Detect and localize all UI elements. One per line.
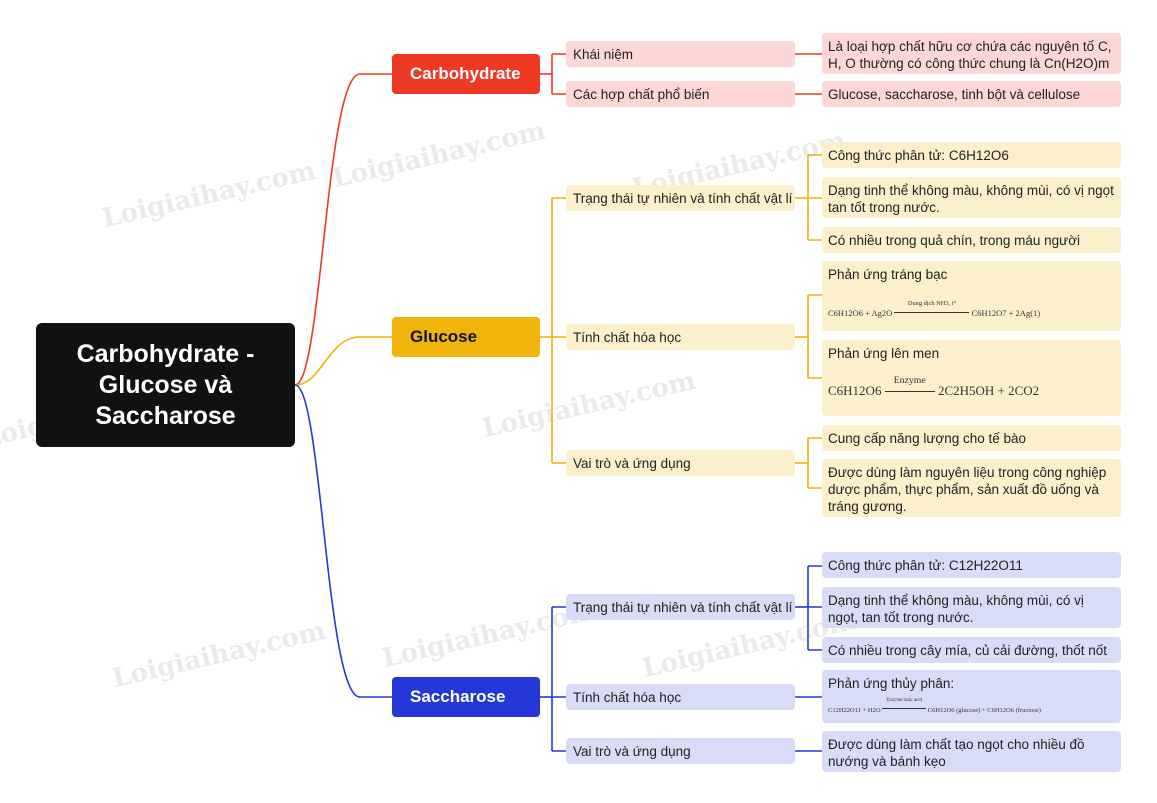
reaction-formula: C6H12O6 Enzyme 2C2H5OH + 2CO2 [828,375,1115,399]
sub-label: Vai trò và ứng dụng [573,743,691,759]
sub-glucose-hoa-hoc[interactable]: Tính chất hóa học [566,324,795,350]
leaf-glucose-co-nhieu[interactable]: Có nhiều trong quả chín, trong máu người [822,227,1121,253]
sub-label: Trạng thái tự nhiên và tính chất vật lí [573,599,793,615]
reaction-title: Phản ứng lên men [828,346,940,361]
sub-saccharose-trang-thai[interactable]: Trạng thái tự nhiên và tính chất vật lí [566,594,795,620]
products: 2C2H5OH + 2CO2 [937,383,1040,398]
branch-saccharose[interactable]: Saccharose [392,677,540,717]
sub-glucose-trang-thai[interactable]: Trạng thái tự nhiên và tính chất vật lí [566,185,795,211]
branch-glucose[interactable]: Glucose [392,317,540,357]
root-node[interactable]: Carbohydrate - Glucose và Saccharose [36,323,295,447]
products: C6H12O7 + 2Ag(1) [971,308,1041,318]
sub-label: Vai trò và ứng dụng [573,455,691,471]
leaf-phan-ung-len-men[interactable]: Phản ứng lên men C6H12O6 Enzyme 2C2H5OH … [822,340,1121,416]
reaction-formula: C12H22O11 + H2O Enzyme hoặc acid C6H12O6… [828,698,1115,719]
leaf-saccharose-dang-tinh-the[interactable]: Dạng tinh thể không màu, không mùi, có v… [822,587,1121,628]
leaf-glucose-cong-thuc[interactable]: Công thức phân tử: C6H12O6 [822,142,1121,168]
reaction-title: Phản ứng thủy phân: [828,676,955,691]
wire-root-carbohydrate [294,73,392,386]
leaf-saccharose-cong-thuc[interactable]: Công thức phân tử: C12H22O11 [822,552,1121,578]
reaction-formula: C6H12O6 + Ag2O Dung dịch NH3, t° C6H12O7… [828,300,1115,322]
leaf-glucose-dang-tinh-the[interactable]: Dạng tinh thể không màu, không mùi, có v… [822,177,1121,218]
leaf-saccharose-co-nhieu[interactable]: Có nhiều trong cây mía, củ cải đường, th… [822,637,1121,663]
branch-glucose-label: Glucose [410,327,478,346]
leaf-khai-niem[interactable]: Là loại hợp chất hữu cơ chứa các nguyên … [822,33,1121,74]
reaction-title: Phản ứng tráng bạc [828,267,948,282]
sub-label: Trạng thái tự nhiên và tính chất vật lí [573,190,793,206]
reaction-condition: Dung dịch NH3, t° [907,299,956,307]
leaf-hop-chat-pho-bien[interactable]: Glucose, saccharose, tinh bột và cellulo… [822,81,1121,107]
sub-hop-chat-label: Các hợp chất phổ biến [573,86,710,102]
reaction-arrow: Dung dịch NH3, t° [894,300,970,322]
leaf-phan-ung-thuy-phan[interactable]: Phản ứng thủy phân: C12H22O11 + H2O Enzy… [822,670,1121,723]
reaction-condition: Enzyme hoặc acid [886,697,922,703]
branch-saccharose-label: Saccharose [410,687,506,706]
reaction-arrow: Enzyme [884,375,935,399]
reactants: C12H22O11 + H2O [828,707,881,714]
wire-root-glucose [294,336,392,386]
wire-root-saccharose [294,384,392,698]
branch-carbohydrate[interactable]: Carbohydrate [392,54,540,94]
leaf-glucose-nguyen-lieu[interactable]: Được dùng làm nguyên liệu trong công ngh… [822,459,1121,517]
leaf-saccharose-chat-tao-ngot[interactable]: Được dùng làm chất tạo ngọt cho nhiều đồ… [822,731,1121,772]
reaction-condition: Enzyme [893,374,926,386]
sub-khai-niem-label: Khái niệm [573,46,634,62]
reactants: C6H12O6 + Ag2O [828,308,893,318]
reactants: C6H12O6 [828,383,882,398]
leaf-phan-ung-trang-bac[interactable]: Phản ứng tráng bạc C6H12O6 + Ag2O Dung d… [822,261,1121,331]
branch-carbohydrate-label: Carbohydrate [410,64,521,83]
products: C6H12O6 (glucose) + C6H12O6 (fructose) [927,707,1041,714]
sub-saccharose-vai-tro[interactable]: Vai trò và ứng dụng [566,738,795,764]
sub-glucose-vai-tro[interactable]: Vai trò và ứng dụng [566,450,795,476]
sub-hop-chat-pho-bien[interactable]: Các hợp chất phổ biến [566,81,795,107]
sub-label: Tính chất hóa học [573,689,682,705]
sub-saccharose-hoa-hoc[interactable]: Tính chất hóa học [566,684,795,710]
leaf-glucose-nang-luong[interactable]: Cung cấp năng lượng cho tế bào [822,425,1121,451]
sub-label: Tính chất hóa học [573,329,682,345]
sub-khai-niem[interactable]: Khái niệm [566,41,795,67]
reaction-arrow: Enzyme hoặc acid [882,698,927,719]
